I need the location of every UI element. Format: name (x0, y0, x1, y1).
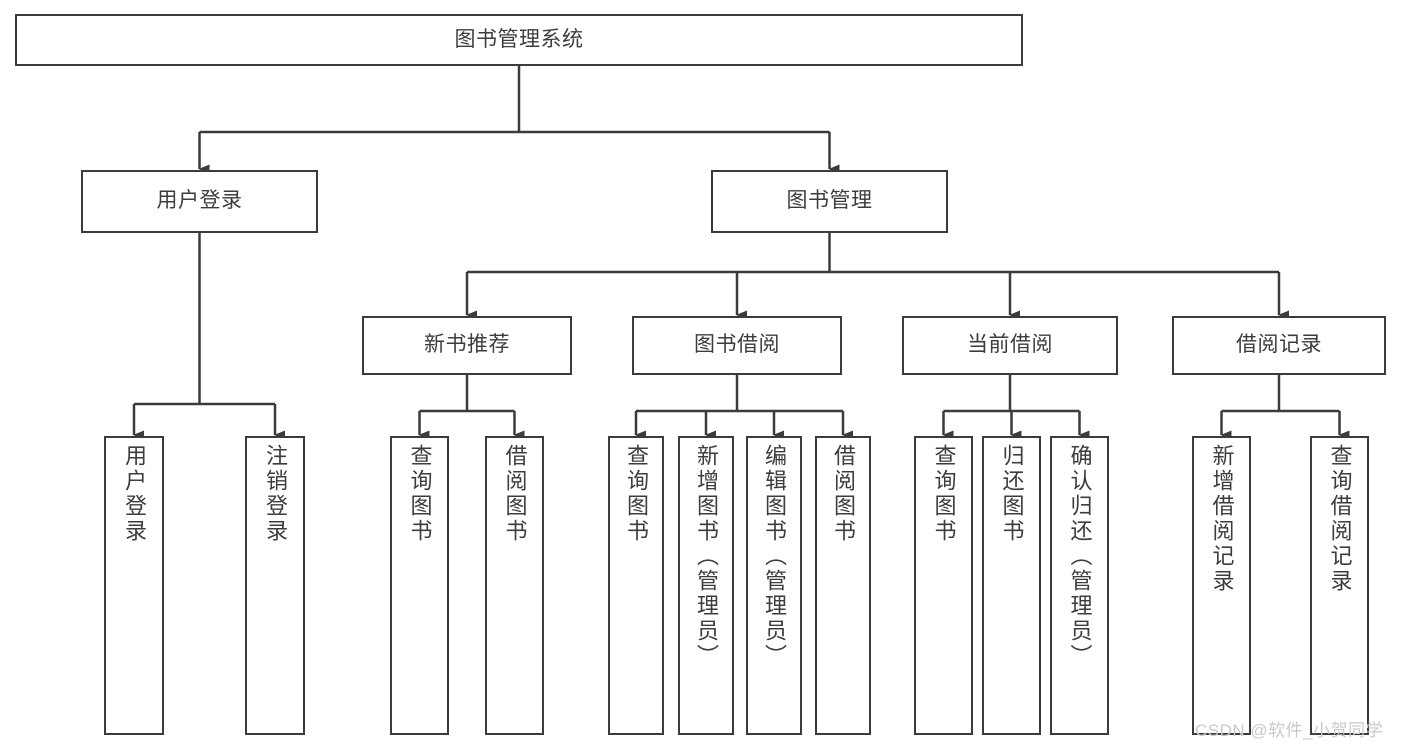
node-book-manage[interactable]: 图书管理 (711, 170, 948, 233)
node-leaf-logout[interactable]: 注销登录 (245, 436, 305, 735)
node-leaf-query-book-rec[interactable]: 查询图书 (390, 436, 449, 735)
node-label-new-book-rec: 新书推荐 (424, 333, 510, 357)
node-label-user-login: 用户登录 (156, 189, 243, 213)
node-label-leaf-logout: 注销登录 (263, 444, 288, 544)
node-borrow-record[interactable]: 借阅记录 (1172, 316, 1386, 375)
node-leaf-user-login[interactable]: 用户登录 (104, 436, 164, 735)
node-user-login[interactable]: 用户登录 (81, 170, 318, 233)
node-label-leaf-query-book-cur: 查询图书 (931, 444, 957, 544)
node-label-leaf-user-login: 用户登录 (122, 444, 147, 544)
node-leaf-add-record[interactable]: 新增借阅记录 (1192, 436, 1251, 735)
node-leaf-confirm-return[interactable]: 确认归还（管理员） (1050, 436, 1109, 735)
node-label-leaf-query-record: 查询借阅记录 (1327, 444, 1353, 594)
node-new-book-rec[interactable]: 新书推荐 (362, 316, 572, 375)
node-label-leaf-query-book-borrow: 查询图书 (624, 444, 649, 544)
node-label-leaf-borrow-book-rec: 借阅图书 (502, 444, 528, 544)
node-label-leaf-borrow-book: 借阅图书 (831, 444, 856, 544)
node-leaf-return-book[interactable]: 归还图书 (982, 436, 1041, 735)
node-label-leaf-edit-book: 编辑图书（管理员） (762, 444, 787, 669)
node-book-borrow[interactable]: 图书借阅 (632, 316, 842, 375)
node-label-book-borrow: 图书借阅 (694, 333, 780, 357)
node-leaf-borrow-book[interactable]: 借阅图书 (815, 436, 871, 735)
node-current-borrow[interactable]: 当前借阅 (902, 316, 1118, 375)
node-leaf-query-book-borrow[interactable]: 查询图书 (608, 436, 664, 735)
node-label-borrow-record: 借阅记录 (1236, 333, 1322, 357)
node-label-leaf-confirm-return: 确认归还（管理员） (1067, 444, 1093, 669)
node-leaf-add-book[interactable]: 新增图书（管理员） (678, 436, 734, 735)
edges-group (132, 66, 1350, 440)
node-label-leaf-add-book: 新增图书（管理员） (694, 444, 719, 669)
node-label-current-borrow: 当前借阅 (967, 333, 1053, 357)
node-label-leaf-query-book-rec: 查询图书 (407, 444, 433, 544)
node-leaf-edit-book[interactable]: 编辑图书（管理员） (746, 436, 802, 735)
node-label-leaf-add-record: 新增借阅记录 (1209, 444, 1235, 594)
node-label-root: 图书管理系统 (454, 27, 584, 51)
node-leaf-query-book-cur[interactable]: 查询图书 (914, 436, 973, 735)
watermark-text: CSDN @软件_小贺同学 (1195, 721, 1384, 740)
node-leaf-query-record[interactable]: 查询借阅记录 (1310, 436, 1369, 735)
node-root[interactable]: 图书管理系统 (15, 14, 1023, 66)
node-label-leaf-return-book: 归还图书 (999, 444, 1025, 544)
node-leaf-borrow-book-rec[interactable]: 借阅图书 (485, 436, 544, 735)
node-label-book-manage: 图书管理 (786, 189, 873, 213)
